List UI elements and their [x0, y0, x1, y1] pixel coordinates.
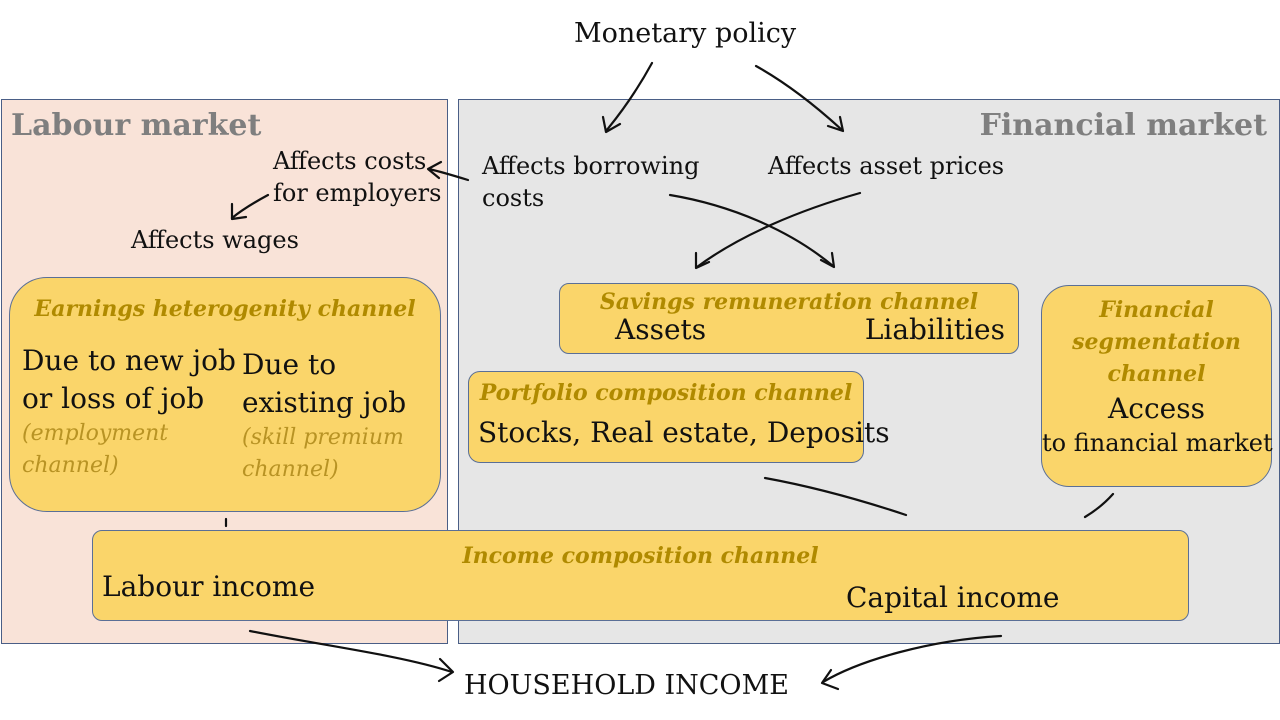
portfolio-channel-title: Portfolio composition channel [479, 380, 853, 406]
arrow-policy-to-borrowing [604, 61, 654, 133]
employment-channel-note: (employment channel) [22, 418, 168, 482]
arrowhead-employer-costs-to-wages [230, 202, 248, 221]
arrow-policy-to-assets [754, 64, 844, 132]
arrow-borrowing-to-employer-costs [427, 167, 470, 182]
arrowhead-borrowing-to-employer-costs [426, 160, 443, 180]
portfolio-composition-channel-box: Portfolio composition channel Stocks, Re… [468, 371, 890, 463]
income-channel-title: Income composition channel [462, 543, 819, 569]
earnings-col1-line-2: or loss of job [22, 382, 205, 415]
savings-channel-title: Savings remuneration channel [599, 289, 979, 315]
arrow-labour-to-household [248, 629, 454, 674]
affects-wages-label: Affects wages [131, 226, 299, 254]
arrow-borrowing-to-liabilities [668, 193, 835, 268]
employment-note-line-1: (employment [22, 421, 169, 446]
income-composition-channel-box: Income composition channel Labour income… [92, 530, 1189, 621]
affects-borrowing-line-2: costs [482, 184, 545, 212]
earnings-col2-text: Due to existing job [242, 346, 406, 422]
arrow-employer-costs-to-wages [230, 193, 270, 220]
arrowhead-policy-to-borrowing [601, 115, 622, 134]
arrowhead-borrowing-to-liabilities [819, 251, 836, 269]
arrowhead-assets-to-savings-assets [694, 251, 711, 270]
earnings-col1-text: Due to new job or loss of job [22, 342, 236, 418]
labour-market-title: Labour market [11, 108, 262, 143]
arrowhead-capital-to-household [820, 668, 840, 691]
affects-asset-prices-label: Affects asset prices [768, 152, 1005, 180]
earnings-col1-line-1: Due to new job [22, 344, 236, 377]
savings-liabilities-label: Liabilities [864, 313, 1005, 346]
savings-assets-label: Assets [615, 313, 707, 346]
segmentation-financial-market-label: to financial market [1042, 429, 1273, 457]
arrowhead-policy-to-assets [826, 115, 845, 133]
arrow-assets-to-savings-assets [695, 191, 862, 269]
affects-borrowing-label: Affects borrowing costs [482, 150, 699, 214]
savings-remuneration-channel-box: Savings remuneration channel Assets Liab… [559, 283, 1019, 354]
skill-premium-channel-note: (skill premium channel) [242, 422, 404, 486]
segmentation-channel-title: Financial segmentation channel [1042, 294, 1271, 390]
affects-costs-label: Affects costs for employers [273, 145, 441, 209]
earnings-channel-title: Earnings heterogenity channel [34, 296, 416, 322]
skill-premium-note-line-2: channel) [242, 457, 339, 482]
arrowhead-labour-to-household [437, 657, 455, 683]
segmentation-title-line-1: Financial [1099, 297, 1214, 323]
employment-note-line-2: channel) [22, 453, 119, 478]
earnings-col2-line-2: existing job [242, 386, 407, 419]
connector-segmentation-to-income [1083, 492, 1115, 519]
portfolio-assets-text: Stocks, Real estate, Deposits [478, 416, 890, 449]
financial-segmentation-channel-box: Financial segmentation channel Access to… [1041, 285, 1273, 487]
segmentation-title-line-2: segmentation [1072, 329, 1241, 355]
earnings-heterogenity-channel-box: Earnings heterogenity channel Due to new… [9, 277, 441, 512]
financial-market-title: Financial market [979, 108, 1267, 143]
capital-income-label: Capital income [846, 581, 1060, 614]
affects-borrowing-line-1: Affects borrowing [482, 152, 700, 180]
household-income-label: HOUSEHOLD INCOME [464, 670, 789, 701]
connector-portfolio-to-income [763, 476, 908, 517]
earnings-col2-line-1: Due to [242, 348, 337, 381]
affects-costs-line-2: for employers [273, 179, 442, 207]
arrow-capital-to-household [821, 634, 1003, 684]
skill-premium-note-line-1: (skill premium [242, 425, 404, 450]
segmentation-title-line-3: channel [1107, 361, 1206, 387]
affects-costs-line-1: Affects costs [273, 147, 427, 175]
monetary-policy-label: Monetary policy [574, 18, 797, 49]
labour-income-label: Labour income [102, 570, 316, 603]
segmentation-access-label: Access [1108, 392, 1205, 425]
